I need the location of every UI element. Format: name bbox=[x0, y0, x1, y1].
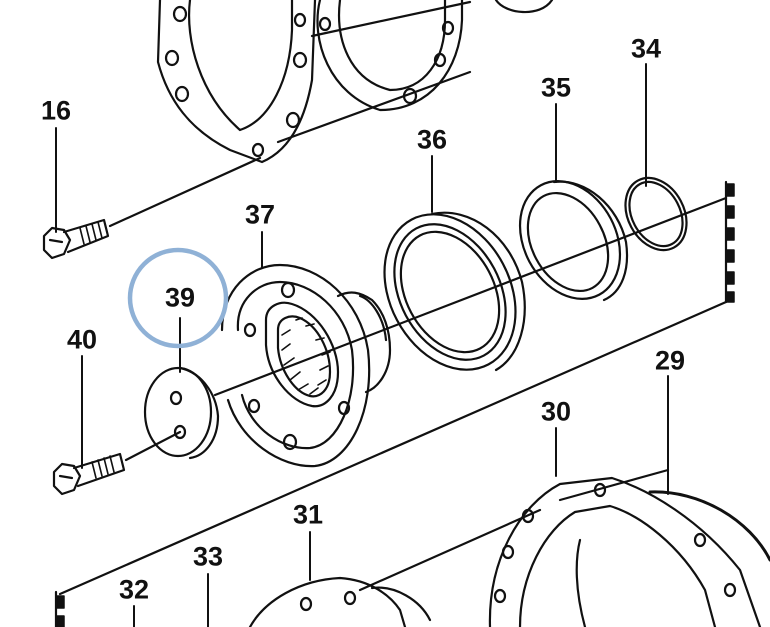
top-o-ring-fragment bbox=[494, 0, 554, 14]
lower-flange-31 bbox=[248, 576, 432, 627]
bolt-40 bbox=[52, 452, 126, 496]
axis-line-bolt-16 bbox=[108, 156, 262, 228]
main-axis-line bbox=[213, 196, 728, 397]
upper-gasket-ring bbox=[316, 0, 464, 112]
rear-cover-30 bbox=[488, 476, 770, 627]
housing-break-edge-right bbox=[58, 180, 735, 596]
part-label-31[interactable]: 31 bbox=[292, 499, 324, 530]
seal-36 bbox=[383, 211, 526, 372]
part-label-39[interactable]: 39 bbox=[164, 282, 196, 313]
axis-line-lower bbox=[358, 508, 542, 592]
part-label-37[interactable]: 37 bbox=[244, 199, 276, 230]
part-label-36[interactable]: 36 bbox=[416, 124, 448, 155]
part-label-35[interactable]: 35 bbox=[540, 72, 572, 103]
housing-break-edge-left bbox=[54, 590, 65, 627]
ring-35 bbox=[518, 180, 629, 302]
axis-line-upper-2 bbox=[276, 70, 472, 144]
part-label-33[interactable]: 33 bbox=[192, 541, 224, 572]
upper-flange-plate bbox=[156, 0, 317, 164]
bolt-16 bbox=[42, 218, 110, 260]
washer-39 bbox=[143, 366, 220, 460]
o-ring-34 bbox=[624, 176, 688, 252]
part-label-29[interactable]: 29 bbox=[654, 345, 686, 376]
part-label-34[interactable]: 34 bbox=[630, 33, 662, 64]
axis-line-bolt-40 bbox=[124, 430, 182, 462]
highlight-circle-39 bbox=[127, 247, 229, 349]
part-label-30[interactable]: 30 bbox=[540, 396, 572, 427]
axis-line-lower-2 bbox=[558, 468, 670, 502]
leader-lines bbox=[55, 63, 669, 627]
part-label-16[interactable]: 16 bbox=[40, 95, 72, 126]
part-label-32[interactable]: 32 bbox=[118, 574, 150, 605]
axis-line-upper-1 bbox=[310, 0, 472, 38]
part-label-40[interactable]: 40 bbox=[66, 324, 98, 355]
flange-37 bbox=[220, 263, 392, 468]
